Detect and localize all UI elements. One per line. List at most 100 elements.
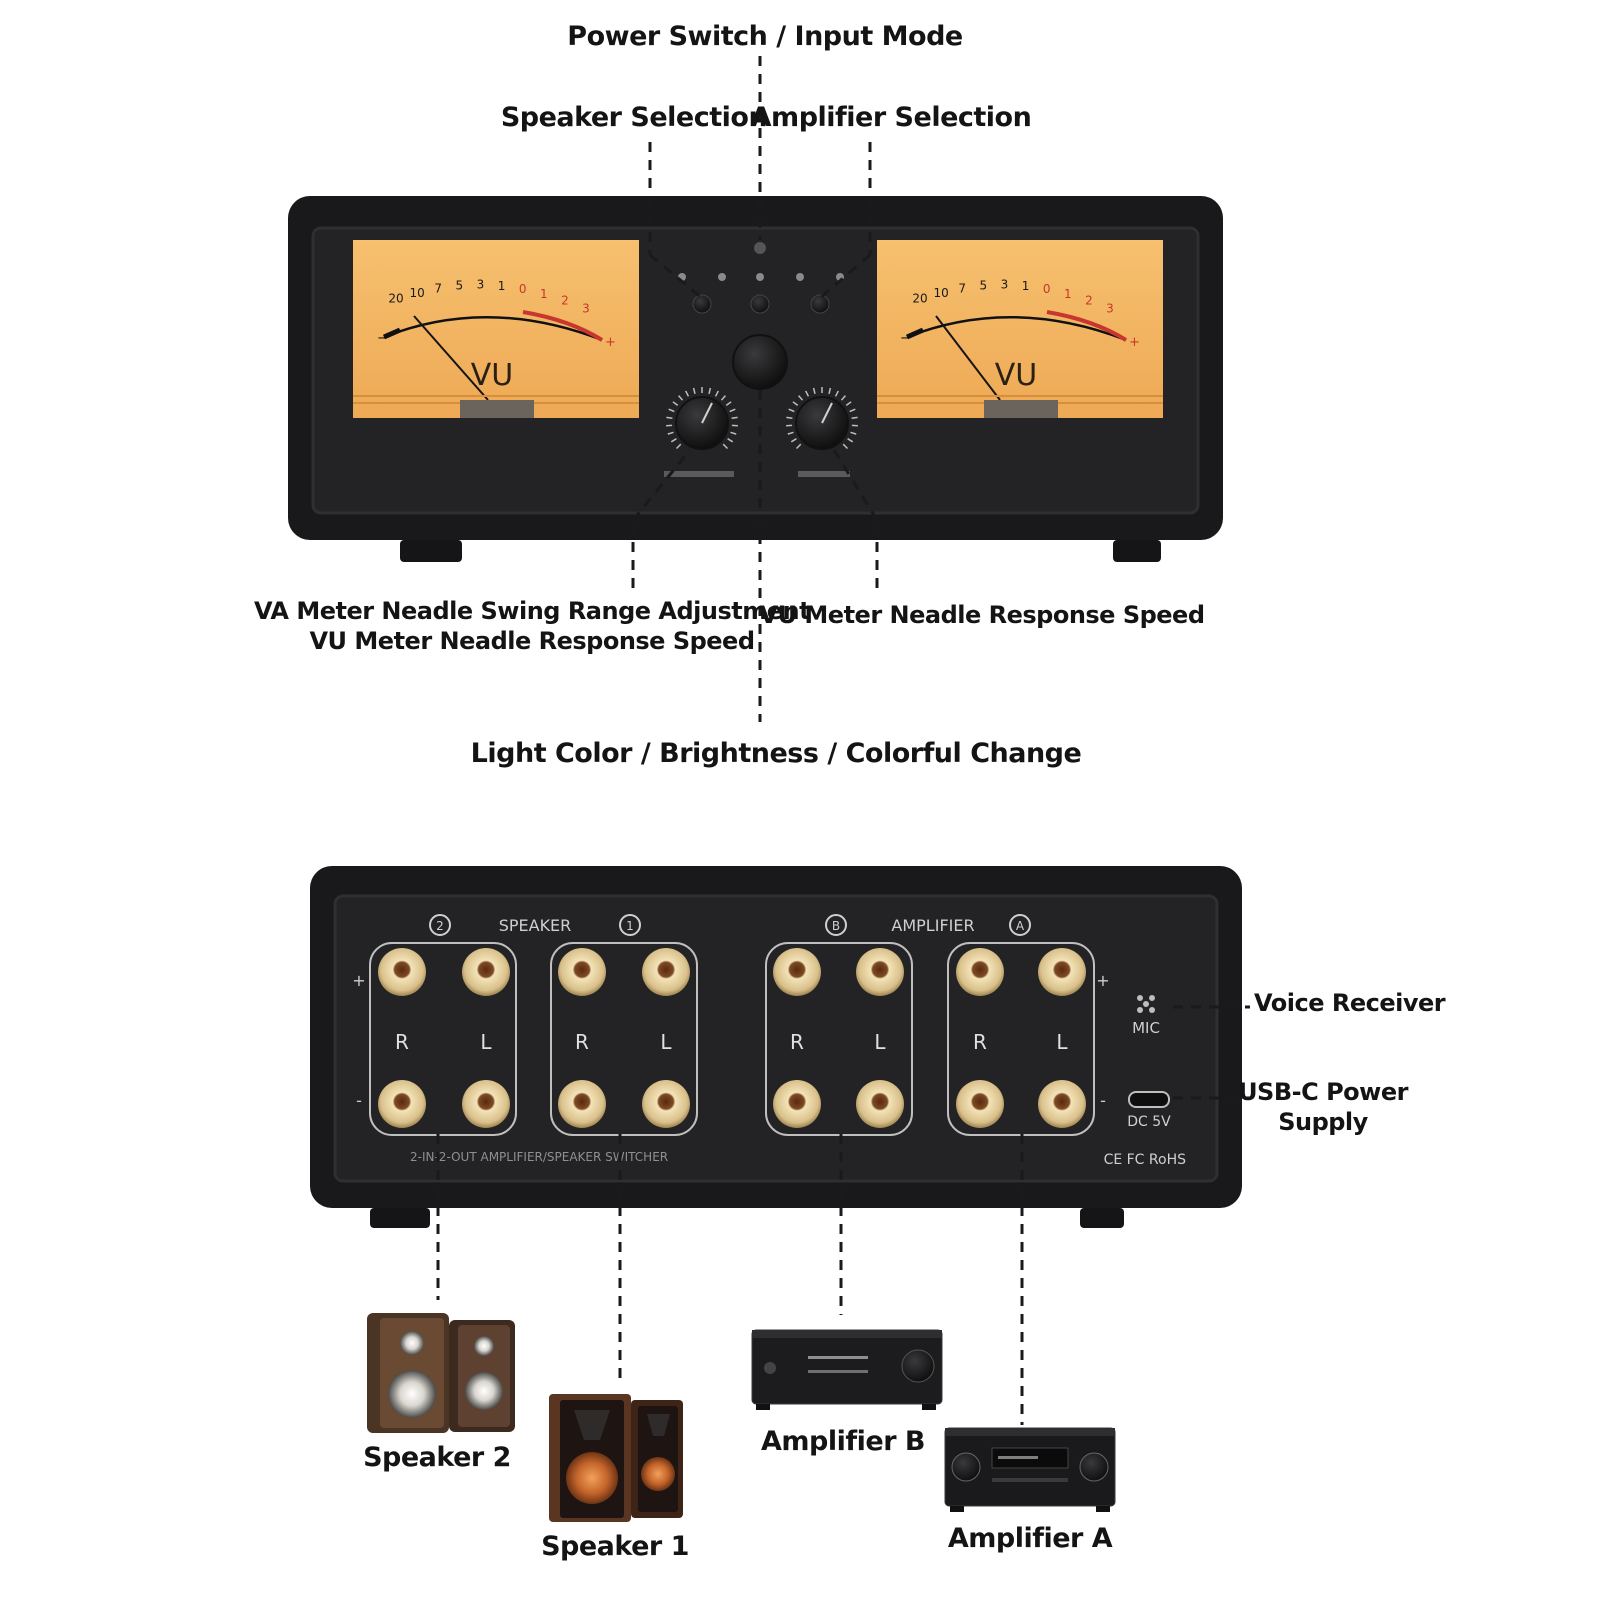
- binding-post[interactable]: [856, 1080, 904, 1128]
- group-number-badge: [1009, 914, 1031, 936]
- knob-tick: [685, 390, 690, 397]
- polarity-minus: -: [356, 1091, 362, 1110]
- knob-tick: [730, 431, 737, 435]
- knob-tick: [720, 395, 726, 401]
- knob-tick: [667, 431, 674, 435]
- meter-scale-number: 10: [933, 286, 948, 300]
- rear-foot-right: [1080, 1208, 1124, 1228]
- meter-scale-number: 2: [1085, 294, 1093, 308]
- meter-scale-number: 20: [912, 292, 927, 306]
- speaker-select-button[interactable]: [692, 294, 712, 314]
- rear-panel-face: [333, 894, 1219, 1183]
- binding-post[interactable]: [558, 948, 606, 996]
- leader-swing: [631, 449, 692, 521]
- terminal-group-frame: [369, 942, 517, 1136]
- meter-scale-number: 1: [1022, 279, 1030, 293]
- meter-scale-number: 3: [477, 278, 485, 292]
- terminal-label-r: R: [790, 1030, 804, 1054]
- mic-label: MIC: [1132, 1019, 1160, 1037]
- knob-tick: [668, 408, 675, 413]
- knob: [1079, 1452, 1109, 1482]
- meter-scale-number: 0: [1043, 282, 1051, 296]
- knob-tick: [787, 431, 794, 435]
- rear-leader-lines: [436, 1005, 1250, 1425]
- group-number: 1: [626, 919, 634, 933]
- power-button[interactable]: [750, 294, 770, 314]
- group-number-badge: [429, 914, 451, 936]
- meter-pivot-window: [984, 400, 1058, 418]
- binding-post[interactable]: [1038, 948, 1086, 996]
- knob-tick: [790, 438, 797, 443]
- knob-caption: [798, 471, 850, 477]
- front-leader-lines: [631, 56, 879, 722]
- speaker-1-illustration: [549, 1394, 683, 1522]
- knob-pointer: [701, 402, 713, 424]
- tweeter: [400, 1331, 424, 1355]
- label-light-color: Light Color / Brightness / Colorful Chan…: [470, 738, 1082, 769]
- mic-hole: [1137, 995, 1143, 1001]
- mic-hole: [1149, 995, 1155, 1001]
- label-speaker-selection: Speaker Selection: [500, 102, 768, 133]
- meter-pivot-window: [460, 400, 534, 418]
- front-foot-left: [400, 540, 462, 562]
- button-row: [992, 1478, 1068, 1482]
- terminal-label-r: R: [973, 1030, 987, 1054]
- amplifier-top: [752, 1330, 942, 1338]
- amplifier-select-button[interactable]: [810, 294, 830, 314]
- binding-post[interactable]: [642, 948, 690, 996]
- woofer: [388, 1370, 436, 1418]
- mic-port: MIC: [1132, 995, 1160, 1037]
- polarity-plus: +: [1096, 971, 1109, 990]
- group-number-badge: [619, 914, 641, 936]
- binding-post[interactable]: [462, 1080, 510, 1128]
- knob-tick: [798, 395, 804, 401]
- binding-post[interactable]: [378, 948, 426, 996]
- terminal-label-l: L: [660, 1030, 672, 1054]
- meter-face: [877, 240, 1163, 418]
- indicator-led: [718, 273, 726, 281]
- display-bar: [808, 1356, 868, 1359]
- terminal-label-l: L: [480, 1030, 492, 1054]
- usb-c-port[interactable]: DC 5V: [1127, 1091, 1171, 1130]
- knob-tick: [851, 416, 858, 420]
- binding-post[interactable]: [773, 1080, 821, 1128]
- rear-foot-left: [370, 1208, 430, 1228]
- display-text: [998, 1456, 1038, 1459]
- meter-scale-number: 5: [979, 279, 987, 293]
- woofer: [465, 1372, 503, 1410]
- binding-post[interactable]: [1038, 1080, 1086, 1128]
- knob-tick: [672, 401, 679, 406]
- meter-scale-number: 0: [519, 282, 527, 296]
- binding-post[interactable]: [856, 948, 904, 996]
- binding-post[interactable]: [462, 948, 510, 996]
- usb-c-socket[interactable]: [1128, 1091, 1170, 1108]
- meter-face: [353, 240, 639, 418]
- terminal-label-l: L: [874, 1030, 886, 1054]
- terminal-group-frame: [550, 942, 698, 1136]
- knob-tick: [828, 387, 832, 394]
- light-color-knob[interactable]: [732, 334, 788, 390]
- group-number: 2: [436, 919, 444, 933]
- indicator-led: [796, 273, 804, 281]
- amplifier-top: [945, 1428, 1115, 1436]
- binding-post[interactable]: [378, 1080, 426, 1128]
- meter-scale-arc-red: [1046, 310, 1128, 342]
- leader-speaker-select: [649, 253, 703, 300]
- speaker-2-illustration: [367, 1313, 515, 1433]
- amp-foot: [950, 1506, 964, 1512]
- binding-post[interactable]: [558, 1080, 606, 1128]
- meter-needle: [935, 315, 1001, 401]
- knob-tick: [845, 401, 852, 406]
- knob-tick: [678, 395, 684, 401]
- binding-post[interactable]: [956, 948, 1004, 996]
- meter-scale-arc-black: [383, 316, 603, 342]
- binding-post[interactable]: [956, 1080, 1004, 1128]
- amplifier-header: AMPLIFIER: [891, 916, 974, 935]
- binding-post[interactable]: [773, 948, 821, 996]
- binding-post[interactable]: [642, 1080, 690, 1128]
- amp-foot: [1096, 1506, 1110, 1512]
- amplifier-a-illustration: [944, 1427, 1116, 1512]
- meter-scale-arc-black: [906, 316, 1127, 342]
